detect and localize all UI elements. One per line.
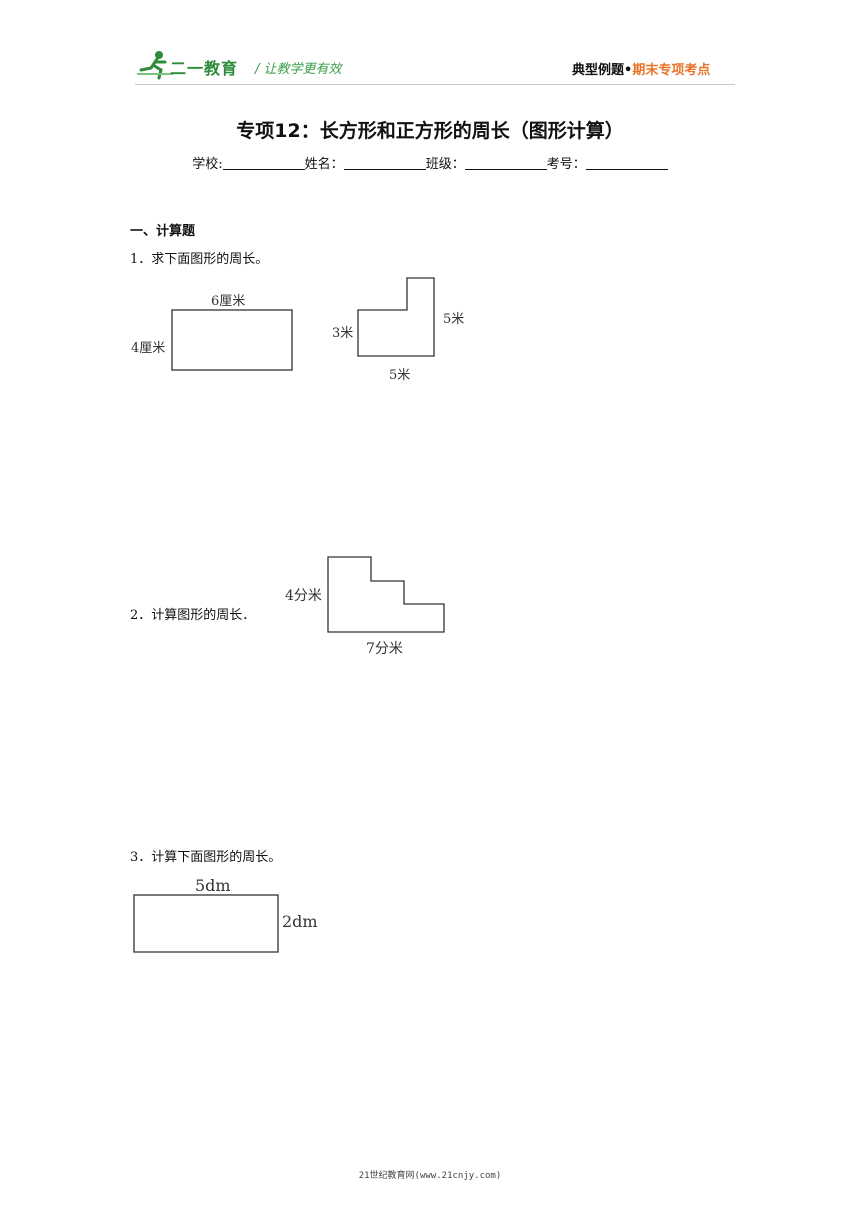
q3-top-label: 5dm: [195, 876, 231, 895]
tagline-black: 典型例题•: [572, 63, 633, 78]
q1a-top-label: 6厘米: [211, 294, 246, 309]
class-label: 班级：: [425, 157, 465, 172]
q1a-left-label: 4厘米: [131, 341, 166, 356]
exam-no-label: 考号：: [546, 157, 586, 172]
school-field[interactable]: [222, 157, 305, 170]
q2-left-label: 4分米: [285, 588, 322, 604]
slogan: / 让教学更有效: [255, 62, 342, 77]
logo-text: 二一教育: [170, 59, 239, 78]
q1b-bottom-label: 5米: [389, 368, 411, 383]
name-label: 姓名：: [304, 157, 344, 172]
q1-rectangle: [171, 309, 293, 371]
class-field[interactable]: [464, 157, 547, 170]
header-divider: [135, 84, 735, 85]
school-label: 学校:: [192, 157, 223, 172]
q1-l-shape: [357, 277, 435, 357]
section-heading: 一、计算题: [130, 224, 196, 239]
header-tagline: 典型例题•期末专项考点: [572, 59, 710, 78]
running-man-icon: [137, 51, 173, 80]
page-footer: 21世纪教育网(www.21cnjy.com): [358, 1171, 502, 1181]
question-1-text: 1．求下面图形的周长。: [130, 252, 269, 267]
exam-no-field[interactable]: [585, 157, 668, 170]
q2-staircase-shape: [327, 556, 445, 633]
question-2-text: 2．计算图形的周长．: [130, 608, 256, 623]
question-3-text: 3．计算下面图形的周长。: [130, 850, 282, 865]
q3-rectangle: [133, 894, 279, 953]
q1b-left-label: 3米: [332, 326, 354, 341]
q2-bottom-label: 7分米: [366, 641, 403, 657]
logo: [135, 48, 255, 80]
q3-right-label: 2dm: [282, 912, 318, 931]
tagline-orange: 期末专项考点: [632, 63, 711, 78]
student-info-line: 学校: 姓名： 班级： 考号：: [0, 153, 860, 172]
page-title: 专项12：长方形和正方形的周长（图形计算）: [236, 120, 624, 142]
name-field[interactable]: [343, 157, 426, 170]
q1b-right-label: 5米: [443, 312, 465, 327]
